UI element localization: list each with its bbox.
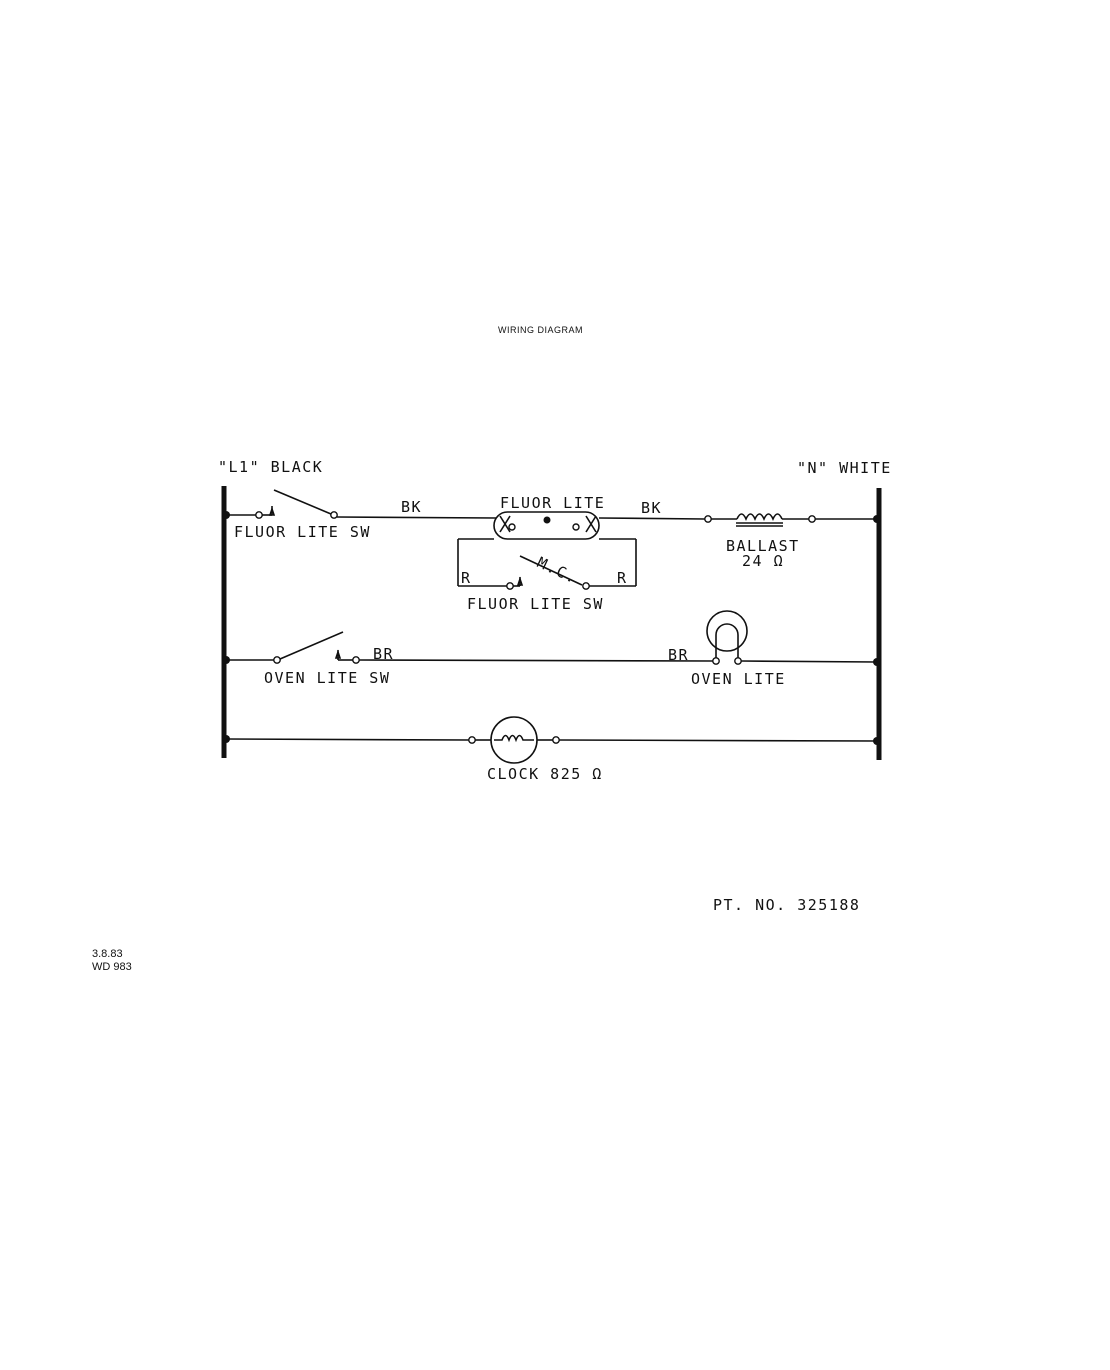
- wire-segment: [225, 738, 470, 741]
- r-label-left: R: [461, 569, 472, 587]
- wire-bk: [336, 516, 497, 519]
- clock-coil: [494, 734, 534, 743]
- oven-sw-terminal: [352, 656, 360, 664]
- lamp-center-dot: [543, 516, 551, 524]
- mc-switch-terminal: [506, 582, 514, 590]
- fluor-lite-sw-bottom-label: FLUOR LITE SW: [467, 595, 604, 613]
- row-oven-lite: BR OVEN LITE SW BR OVEN LITE: [222, 610, 881, 688]
- clock-terminal: [468, 736, 476, 744]
- mc-switch-contact: [516, 576, 524, 586]
- lamp-pin: [508, 523, 516, 531]
- br-label-left: BR: [373, 645, 394, 663]
- clock-label: CLOCK 825 Ω: [487, 765, 603, 783]
- footer-date: 3.8.83: [92, 948, 123, 960]
- ballast-terminal: [704, 515, 712, 523]
- n-label: "N" WHITE: [797, 459, 892, 477]
- oven-lite-sw-blade: [279, 631, 344, 660]
- fluor-lite-tube: [493, 511, 600, 540]
- fluor-lite-sw-blade: [273, 489, 332, 515]
- switch-terminal: [330, 511, 338, 519]
- switch-terminal: [255, 511, 263, 519]
- wire-br: [358, 659, 714, 662]
- wire-segment: [740, 660, 878, 663]
- oven-sw-contact: [334, 649, 342, 659]
- n-junction-2: [873, 658, 881, 666]
- wire-bk: [598, 517, 706, 520]
- r-label-right: R: [617, 569, 628, 587]
- oven-lite-sw-label: OVEN LITE SW: [264, 669, 390, 687]
- bk-label-right: BK: [641, 499, 662, 517]
- oven-lite-terminal: [734, 657, 742, 665]
- bk-label-left: BK: [401, 498, 422, 516]
- fluor-lite-label: FLUOR LITE: [500, 494, 605, 512]
- oven-sw-terminal: [273, 656, 281, 664]
- n-junction-1: [873, 515, 881, 523]
- row-fluor-lite: FLUOR LITE SW BK FLUOR LITE BK BALLAST 2…: [222, 489, 881, 613]
- oven-lite-terminal: [712, 657, 720, 665]
- clock-terminal: [552, 736, 560, 744]
- mc-switch-terminal: [582, 582, 590, 590]
- lamp-filament: [585, 515, 597, 533]
- oven-lite-filament: [715, 623, 739, 660]
- footer-code: WD 983: [92, 961, 132, 973]
- lamp-filament: [499, 515, 511, 533]
- ballast-coil: [736, 513, 783, 521]
- n-junction-3: [873, 737, 881, 745]
- ballast-ohm-label: 24 Ω: [742, 552, 784, 570]
- l1-label: "L1" BLACK: [218, 458, 323, 476]
- ballast-terminal: [808, 515, 816, 523]
- lamp-pin: [572, 523, 580, 531]
- wire-segment: [558, 739, 878, 742]
- diagram-title: WIRING DIAGRAM: [498, 325, 583, 335]
- part-number: PT. NO. 325188: [713, 896, 860, 914]
- row-clock: CLOCK 825 Ω: [222, 716, 881, 783]
- mc-switch-blade: [519, 555, 583, 586]
- fluor-lite-sw-label: FLUOR LITE SW: [234, 523, 371, 541]
- br-label-right: BR: [668, 646, 689, 664]
- oven-lite-bulb: [706, 610, 748, 652]
- oven-lite-label: OVEN LITE: [691, 670, 786, 688]
- mc-label: M.C.: [534, 553, 580, 587]
- ballast-label: BALLAST: [726, 537, 800, 555]
